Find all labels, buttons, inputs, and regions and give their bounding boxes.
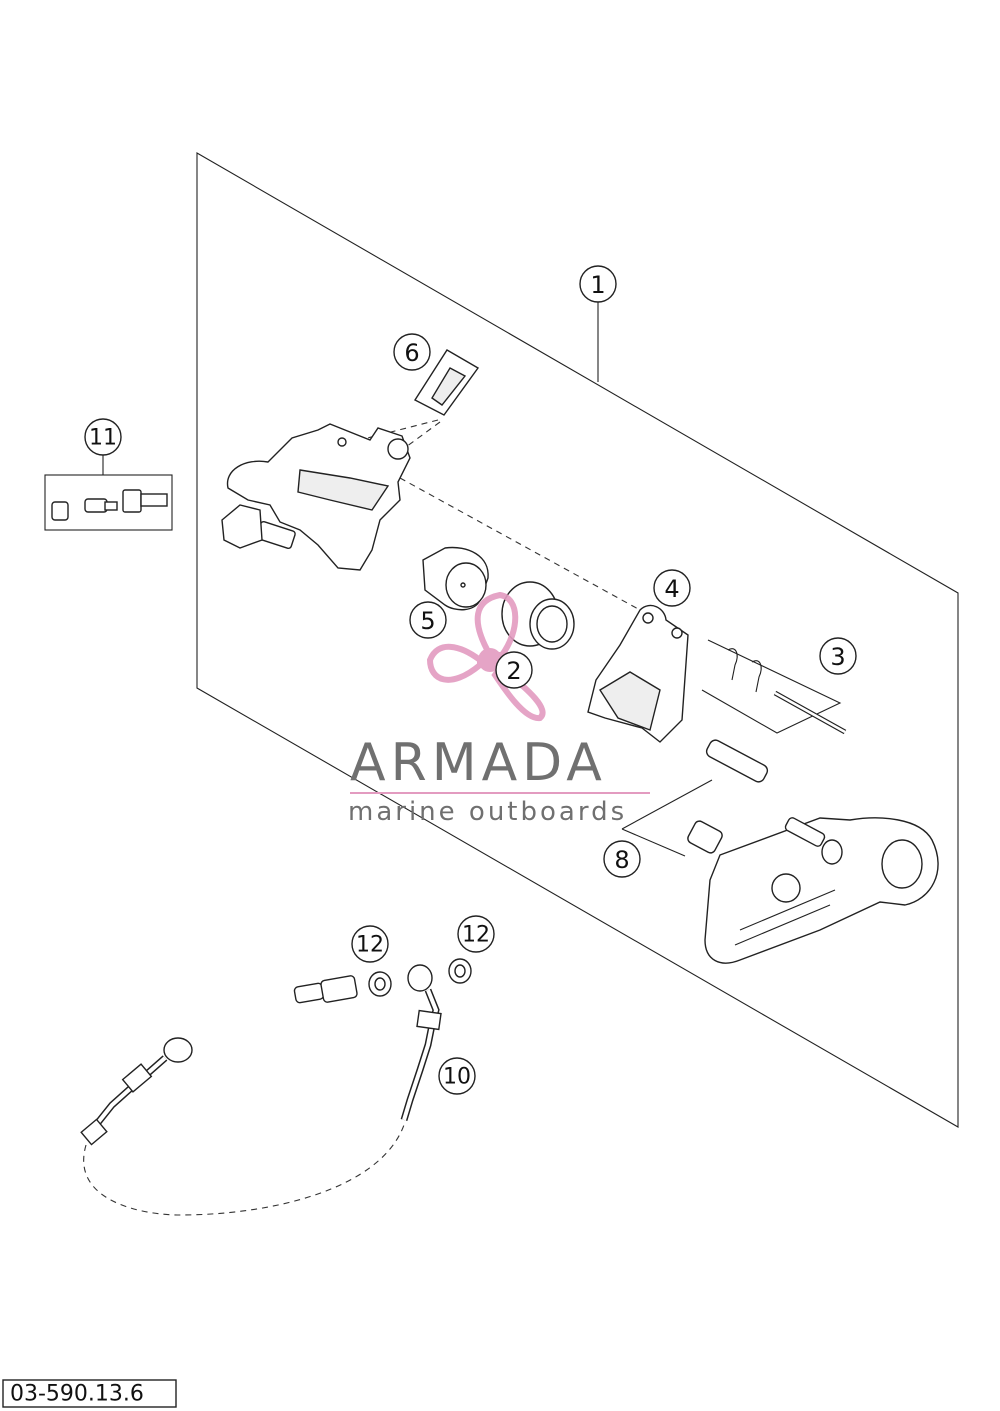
pad-spring-part bbox=[413, 349, 480, 416]
guide-pins-part bbox=[621, 739, 769, 857]
svg-text:5: 5 bbox=[420, 607, 435, 635]
bleeder-kit-box bbox=[44, 474, 173, 531]
watermark-title: ARMADA bbox=[350, 733, 607, 793]
callout-5: 5 bbox=[409, 601, 447, 639]
caliper-support bbox=[704, 817, 939, 964]
washer-part bbox=[368, 958, 472, 997]
svg-text:11: 11 bbox=[89, 426, 117, 451]
assembly-frame bbox=[196, 152, 959, 1128]
svg-text:2: 2 bbox=[506, 657, 521, 685]
svg-text:6: 6 bbox=[404, 339, 419, 367]
callout-6: 6 bbox=[393, 333, 431, 371]
callout-10: 10 bbox=[438, 1057, 476, 1095]
svg-text:3: 3 bbox=[830, 643, 845, 671]
svg-text:8: 8 bbox=[614, 846, 629, 874]
svg-text:10: 10 bbox=[443, 1065, 471, 1090]
callout-8: 8 bbox=[603, 840, 641, 878]
reference-code: 03-590.13.6 bbox=[2, 1379, 177, 1408]
bleeder-kit-parts bbox=[51, 489, 168, 521]
callout-3: 3 bbox=[819, 637, 857, 675]
svg-text:1: 1 bbox=[590, 271, 605, 299]
brake-pads-part bbox=[587, 604, 689, 743]
piston-part bbox=[422, 546, 489, 611]
callout-12-left: 12 bbox=[351, 925, 389, 963]
callout-4: 4 bbox=[653, 569, 691, 607]
leader-6 bbox=[339, 419, 439, 446]
svg-text:12: 12 bbox=[462, 923, 490, 948]
brake-line-part bbox=[80, 964, 442, 1216]
watermark-subtitle: marine outboards bbox=[348, 797, 627, 827]
callout-2: 2 bbox=[495, 651, 533, 689]
callout-11: 11 bbox=[84, 418, 122, 456]
watermark: ARMADA marine outboards bbox=[348, 591, 650, 827]
svg-text:03-590.13.6: 03-590.13.6 bbox=[10, 1382, 144, 1407]
svg-text:4: 4 bbox=[664, 575, 679, 603]
banjo-bolt-part bbox=[293, 975, 358, 1004]
callout-12-right: 12 bbox=[457, 915, 495, 953]
caliper-body bbox=[221, 423, 411, 571]
svg-text:12: 12 bbox=[356, 933, 384, 958]
callout-1: 1 bbox=[579, 265, 617, 303]
caliper-axis bbox=[399, 477, 641, 611]
pad-pin-part bbox=[701, 639, 847, 735]
